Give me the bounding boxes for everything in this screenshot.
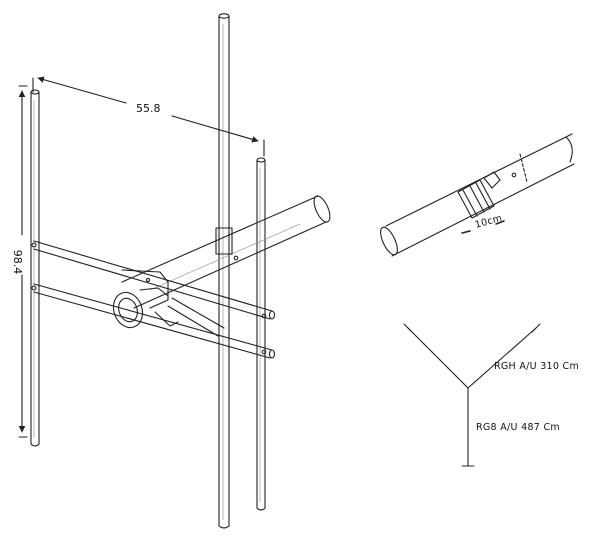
clamp-length-label: 10cm [474,213,504,231]
main-cable-label: RG8 A/U 487 Cm [476,422,560,433]
lower-cross-rods [31,283,276,359]
width-dimension-label: 55.8 [136,102,161,115]
mast-clamp [215,227,267,355]
right-vertical-element [256,157,266,511]
clamp-detail [380,133,575,257]
boom-tube [121,195,331,309]
upper-cross-rods [31,240,276,320]
hub-connector [112,269,179,329]
height-dimension-label: 98.4 [11,250,24,275]
center-mast [218,13,230,529]
height-dimension [18,85,28,438]
width-dimension [32,76,265,157]
front-fork [167,297,225,337]
left-vertical-element [30,89,40,447]
coax-harness [403,323,541,467]
branch-cable-label: RGH A/U 310 Cm [494,361,579,372]
